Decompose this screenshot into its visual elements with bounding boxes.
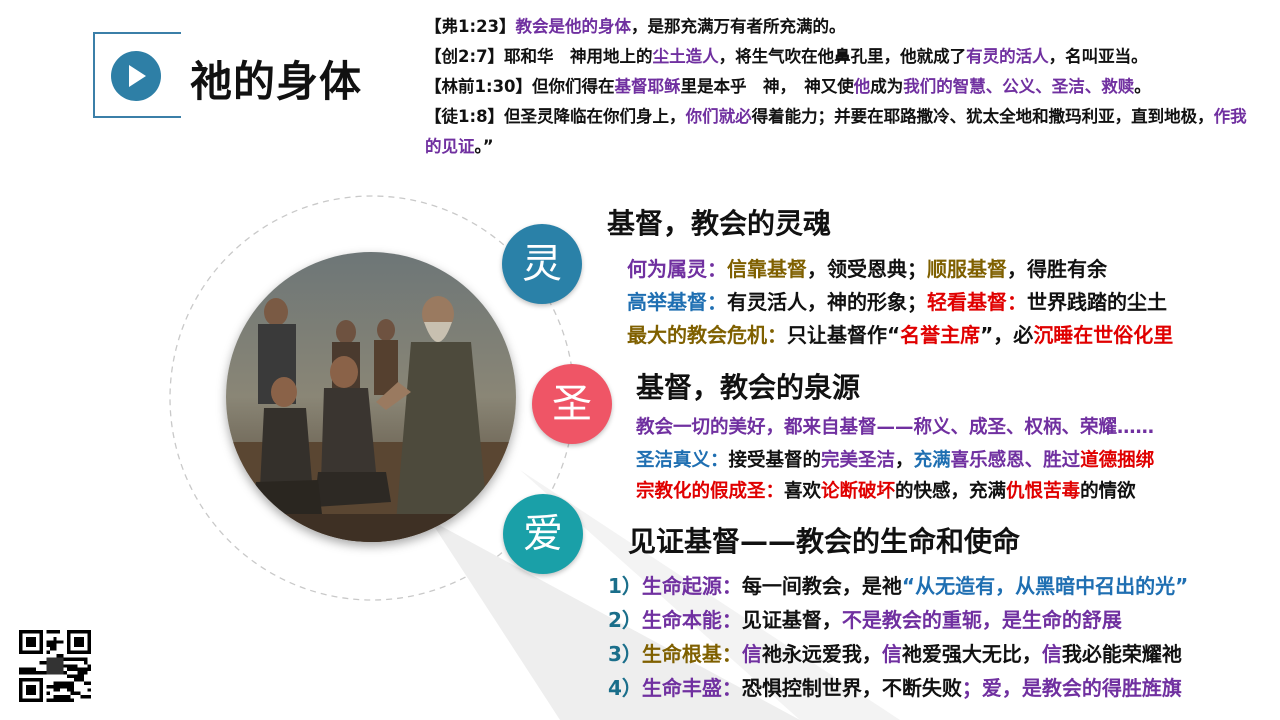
sheng-line: 教会一切的美好，都来自基督——称义、成圣、权柄、荣耀…… xyxy=(636,413,1154,439)
text-segment: 信靠基督 xyxy=(727,257,807,281)
badge-sheng: 圣 xyxy=(532,364,612,444)
heading-ling: 基督，教会的灵魂 xyxy=(607,207,832,240)
text-segment: 沉睡在世俗化里 xyxy=(1033,323,1174,347)
text-segment: 世界践踏的尘土 xyxy=(1027,290,1167,314)
text-segment: ，是那充满万有者所充满的。 xyxy=(631,17,846,36)
text-segment: 生命本能： xyxy=(641,608,742,632)
play-icon[interactable] xyxy=(111,51,161,101)
sheng-line: 宗教化的假成圣：喜欢论断破坏的快感，充满仇恨苦毒的情欲 xyxy=(636,477,1136,503)
text-segment: 高举基督： xyxy=(627,290,727,314)
verse-line: 【徒1:8】但圣灵降临在你们身上，你们就必得着能力；并要在耶路撒冷、犹太全地和撒… xyxy=(425,102,1255,162)
text-segment: 。” xyxy=(474,137,494,156)
text-segment: 【林前1:30】但你们得在 xyxy=(425,77,615,96)
heading-ai: 见证基督——教会的生命和使命 xyxy=(628,525,1021,558)
text-segment: 何为属灵： xyxy=(627,257,727,281)
ai-line: 1）生命起源：每一间教会，是祂“从无造有，从黑暗中召出的光” xyxy=(608,570,1188,599)
text-segment: 我们的智慧、公义、圣洁、救赎 xyxy=(903,77,1135,96)
text-segment: 2） xyxy=(608,608,642,632)
text-segment: 信 xyxy=(1041,642,1062,666)
text-segment: ；爱，是教会的得胜旌旗 xyxy=(961,676,1182,700)
badge-ai: 爱 xyxy=(503,494,583,574)
text-segment: 充满 xyxy=(913,450,951,471)
text-segment: 信 xyxy=(881,642,902,666)
text-segment: 有灵的活人 xyxy=(966,47,1049,66)
text-segment: “从无造有，从黑暗中召出的光” xyxy=(901,574,1189,598)
text-segment: 。 xyxy=(1134,77,1151,96)
page-title: 祂的身体 xyxy=(190,57,363,106)
text-segment: 宗教化的假成圣： xyxy=(636,481,785,502)
text-segment: 信 xyxy=(741,642,762,666)
text-segment: 只让基督作“ xyxy=(787,323,901,347)
text-segment: 生命起源： xyxy=(641,574,742,598)
text-segment: 道德捆绑 xyxy=(1080,450,1155,471)
text-segment: 喜乐感恩、胜过 xyxy=(950,450,1081,471)
text-segment: 尘土造人 xyxy=(652,47,719,66)
text-segment: 顺服基督 xyxy=(927,257,1007,281)
heading-sheng: 基督，教会的泉源 xyxy=(636,371,861,404)
text-segment: 【弗1:23】 xyxy=(425,17,516,36)
illustration-image xyxy=(226,252,516,542)
text-segment: ，领受恩典； xyxy=(807,257,927,281)
text-segment: ， xyxy=(895,450,914,471)
text-segment: 最大的教会危机： xyxy=(627,323,787,347)
text-segment: 完美圣洁 xyxy=(821,450,896,471)
ai-line: 3）生命根基：信祂永远爱我，信祂爱强大无比，信我必能荣耀祂 xyxy=(608,638,1182,667)
title-frame xyxy=(93,32,181,118)
ling-line: 高举基督：有灵活人，神的形象；轻看基督：世界践踏的尘土 xyxy=(627,286,1167,315)
text-segment: ，名叫亚当。 xyxy=(1048,47,1148,66)
text-segment: 基督耶稣 xyxy=(614,77,681,96)
sheng-line: 圣洁真义：接受基督的完美圣洁，充满喜乐感恩、胜过道德捆绑 xyxy=(636,446,1154,472)
text-segment: ，将生气吹在他鼻孔里，他就成了 xyxy=(718,47,967,66)
text-segment: 见证基督， xyxy=(741,608,842,632)
ai-line: 4）生命丰盛：恐惧控制世界，不断失败；爱，是教会的得胜旌旗 xyxy=(608,672,1182,701)
text-segment: 他 xyxy=(853,77,871,96)
text-segment: 生命丰盛： xyxy=(641,676,742,700)
text-segment: 祂爱强大无比， xyxy=(901,642,1042,666)
text-segment: 不是教会的重轭，是生命的舒展 xyxy=(841,608,1122,632)
ling-line: 最大的教会危机：只让基督作“名誉主席”，必沉睡在世俗化里 xyxy=(627,319,1173,348)
text-segment: 的快感，充满 xyxy=(895,481,1007,502)
ai-line: 2）生命本能：见证基督，不是教会的重轭，是生命的舒展 xyxy=(608,604,1122,633)
text-segment: ，得胜有余 xyxy=(1007,257,1107,281)
verse-line: 【林前1:30】但你们得在基督耶稣里是本乎 神， 神又使他成为我们的智慧、公义、… xyxy=(425,72,1255,102)
qr-code[interactable] xyxy=(19,630,91,702)
text-segment: 祂永远爱我， xyxy=(761,642,882,666)
text-segment: 我必能荣耀祂 xyxy=(1061,642,1182,666)
text-segment: 成为 xyxy=(870,77,904,96)
text-segment: 仇恨苦毒 xyxy=(1006,481,1081,502)
text-segment: 圣洁真义： xyxy=(636,450,729,471)
text-segment: 3） xyxy=(608,642,642,666)
text-segment: 有灵活人，神的形象； xyxy=(727,290,927,314)
text-segment: 论断破坏 xyxy=(821,481,896,502)
text-segment: 的情欲 xyxy=(1080,481,1136,502)
text-segment: 名誉主席 xyxy=(900,323,981,347)
text-segment: 生命根基： xyxy=(641,642,742,666)
text-segment: ”，必 xyxy=(980,323,1034,347)
text-segment: 【徒1:8】但圣灵降临在你们身上， xyxy=(425,107,686,126)
text-segment: 喜欢 xyxy=(784,481,822,502)
verse-line: 【创2:7】耶和华 神用地上的尘土造人，将生气吹在他鼻孔里，他就成了有灵的活人，… xyxy=(425,42,1255,72)
text-segment: 教会是他的身体 xyxy=(515,17,632,36)
text-segment: 教会一切的美好，都来自基督——称义、成圣、权柄、荣耀…… xyxy=(636,417,1155,438)
badge-ling: 灵 xyxy=(502,224,582,304)
text-segment: 里是本乎 神， 神又使 xyxy=(680,77,854,96)
ling-line: 何为属灵：信靠基督，领受恩典；顺服基督，得胜有余 xyxy=(627,253,1107,282)
text-segment: 轻看基督： xyxy=(927,290,1027,314)
text-segment: 作我的见证 xyxy=(425,107,1247,156)
text-segment: 恐惧控制世界，不断失败 xyxy=(741,676,962,700)
text-segment: 1） xyxy=(608,574,642,598)
text-segment: 每一间教会，是祂 xyxy=(741,574,902,598)
text-segment: 4） xyxy=(608,676,642,700)
scripture-verses: 【弗1:23】教会是他的身体，是那充满万有者所充满的。 【创2:7】耶和华 神用… xyxy=(425,12,1255,162)
verse-line: 【弗1:23】教会是他的身体，是那充满万有者所充满的。 xyxy=(425,12,1255,42)
text-segment: 你们就必 xyxy=(685,107,752,126)
text-segment: 得着能力；并要在耶路撒冷、犹太全地和撒玛利亚，直到地极， xyxy=(751,107,1214,126)
text-segment: 【创2:7】耶和华 神用地上的 xyxy=(425,47,653,66)
text-segment: 接受基督的 xyxy=(728,450,822,471)
